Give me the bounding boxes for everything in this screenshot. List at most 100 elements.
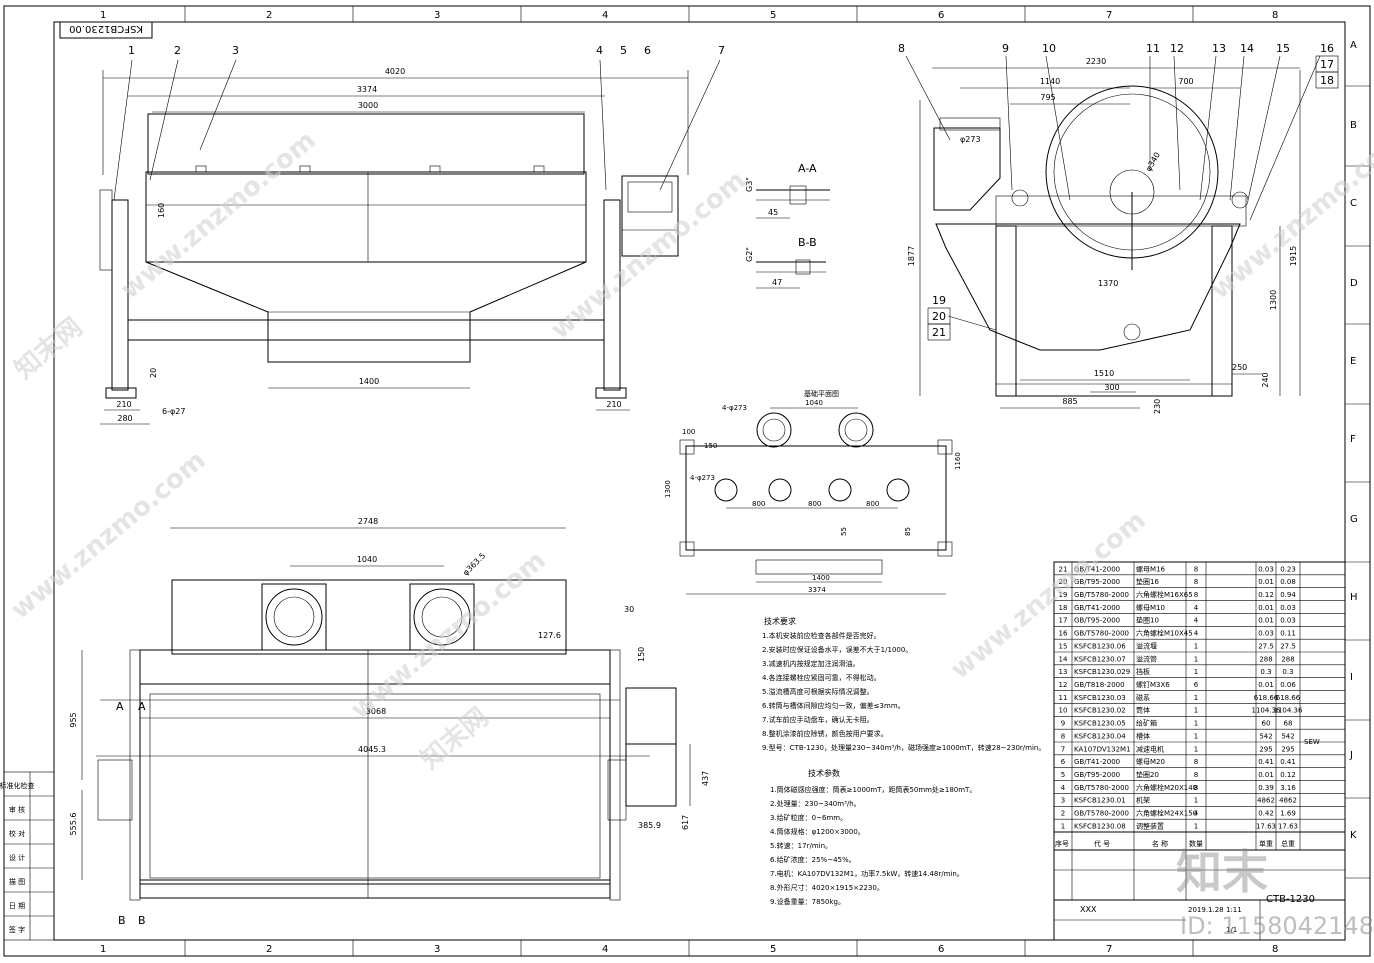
grid-col-6-bottom: 6 xyxy=(938,944,944,955)
bom-cell-qty: 4 xyxy=(1194,630,1199,638)
bom-cell-name: 挡板 xyxy=(1136,667,1150,676)
bom-cell-total: 0.03 xyxy=(1280,604,1296,612)
param-line-2: 2.处理量：230~340m³/h。 xyxy=(770,799,861,808)
fp-dim-55: 55 xyxy=(840,527,848,536)
bom-cell-name: 机架 xyxy=(1136,796,1150,805)
bom-cell-no: 10 xyxy=(1059,707,1068,715)
side-label-0: 标准化检查 xyxy=(0,781,35,790)
dim-20: 20 xyxy=(149,368,158,378)
grid-col-2-bottom: 2 xyxy=(266,944,272,955)
bom-cell-no: 14 xyxy=(1059,655,1068,663)
grid-col-4-bottom: 4 xyxy=(602,944,608,955)
bom-cell-name: 六角螺栓M16X65 xyxy=(1136,590,1193,599)
bom-cell-code: GB/T95-2000 xyxy=(1074,771,1120,779)
callout-7: 7 xyxy=(718,44,725,57)
callout-11: 11 xyxy=(1146,42,1160,55)
side-dim-795: 795 xyxy=(1040,93,1055,102)
dim-210-left: 210 xyxy=(116,400,131,409)
section-mark-a-1: A xyxy=(116,700,124,713)
bom-cell-unit: 0.41 xyxy=(1258,758,1274,766)
param-line-5: 5.转速：17r/min。 xyxy=(770,841,832,850)
bom-cell-total: 0.94 xyxy=(1280,591,1296,599)
bill-of-materials: 序号 代 号 名 称 数量 单重 总重 XXX 2019.1.28 1:11 C… xyxy=(1053,561,1346,941)
bom-cell-unit: 4862 xyxy=(1257,797,1275,805)
fp-dim-800-b: 800 xyxy=(808,500,821,508)
grid-row-f: F xyxy=(1350,434,1356,445)
bom-cell-code: KSFCB1230.03 xyxy=(1074,694,1126,702)
callout-8: 8 xyxy=(898,42,905,55)
bom-header-no: 序号 xyxy=(1055,839,1069,848)
side-label-1: 审 核 xyxy=(9,805,25,814)
bom-cell-name: 六角螺栓M24X150 xyxy=(1136,809,1197,818)
bom-cell-no: 7 xyxy=(1061,745,1065,753)
callout-5: 5 xyxy=(620,44,627,57)
fp-dim-1040: 1040 xyxy=(805,399,823,407)
grid-row-a: A xyxy=(1350,40,1357,51)
bom-cell-no: 9 xyxy=(1061,720,1065,728)
aa-dim-45: 45 xyxy=(768,208,778,217)
bom-cell-unit: 288 xyxy=(1259,655,1272,663)
bom-cell-total: 0.3 xyxy=(1282,668,1293,676)
dim-6-phi27: 6-φ27 xyxy=(162,407,185,416)
bom-cell-qty: 1 xyxy=(1194,745,1198,753)
bom-cell-total: 1104.36 xyxy=(1274,707,1303,715)
foundation-title: 基础平面图 xyxy=(804,389,839,398)
side-label-5: 日 期 xyxy=(9,902,25,910)
bom-header-unit: 单重 xyxy=(1259,839,1273,848)
bom-cell-code: KSFCB1230.04 xyxy=(1074,732,1126,740)
param-line-8: 8.外形尺寸：4020×1915×2230。 xyxy=(770,883,884,892)
drawing-scale: 1:11 xyxy=(1226,906,1242,914)
bom-cell-total: 618.66 xyxy=(1276,694,1301,702)
grid-col-2: 2 xyxy=(266,10,272,21)
params-title: 技术参数 xyxy=(808,768,840,778)
bom-cell-code: KSFCB1230.029 xyxy=(1074,668,1130,676)
bom-cell-unit: 0.3 xyxy=(1260,668,1271,676)
bom-cell-unit: 27.5 xyxy=(1258,642,1274,650)
bom-cell-total: 0.08 xyxy=(1280,578,1296,586)
bom-cell-name: 垫圈20 xyxy=(1136,770,1159,779)
top-dim-3068: 3068 xyxy=(366,707,386,716)
grid-row-d: D xyxy=(1350,278,1358,289)
bom-cell-unit: 17.63 xyxy=(1256,822,1276,830)
grid-row-c: C xyxy=(1350,198,1357,209)
top-dim-2748: 2748 xyxy=(358,517,378,526)
side-label-3: 设 计 xyxy=(9,853,25,862)
bom-cell-unit: 295 xyxy=(1259,745,1272,753)
fp-dim-4phi273-top: 4-φ273 xyxy=(722,404,747,412)
bom-cell-qty: 4 xyxy=(1194,810,1199,818)
bom-cell-code: GB/T41-2000 xyxy=(1074,758,1120,766)
dim-3000: 3000 xyxy=(358,101,378,110)
section-views: A-A G3" 45 B-B G2" 47 xyxy=(745,162,830,289)
bom-cell-total: 17.63 xyxy=(1278,822,1298,830)
bom-cell-qty: 1 xyxy=(1194,720,1198,728)
bom-cell-unit: 0.01 xyxy=(1258,604,1274,612)
side-dim-1370: 1370 xyxy=(1098,279,1118,288)
bom-cell-qty: 1 xyxy=(1194,707,1198,715)
tech-line-8: 8.整机涂漆前应除锈，颜色按用户要求。 xyxy=(762,729,888,738)
grid-row-b: B xyxy=(1350,120,1357,131)
fp-dim-85: 85 xyxy=(904,527,912,536)
bom-cell-qty: 8 xyxy=(1194,565,1198,573)
bb-dim-47: 47 xyxy=(772,278,782,287)
callout-12: 12 xyxy=(1170,42,1184,55)
bom-cell-no: 18 xyxy=(1059,604,1068,612)
bom-cell-qty: 1 xyxy=(1194,822,1198,830)
bom-cell-no: 20 xyxy=(1059,578,1068,586)
top-dim-4045: 4045.3 xyxy=(358,745,386,754)
callout-2: 2 xyxy=(174,44,181,57)
grid-column-labels: 1 2 3 4 5 6 7 8 1 2 3 4 5 6 7 8 xyxy=(100,6,1278,956)
bom-cell-name: 筒体 xyxy=(1136,706,1150,715)
bom-cell-qty: 1 xyxy=(1194,655,1198,663)
bom-cell-code: GB/T5780-2000 xyxy=(1074,810,1129,818)
side-label-4: 描 图 xyxy=(9,877,25,886)
bom-cell-code: GB/T41-2000 xyxy=(1074,604,1120,612)
bom-header-code: 代 号 xyxy=(1094,839,1110,848)
fp-dim-800-a: 800 xyxy=(752,500,765,508)
bom-cell-unit: 0.03 xyxy=(1258,565,1274,573)
bom-cell-name: 六角螺栓M20X140 xyxy=(1136,783,1197,792)
bom-cell-qty: 8 xyxy=(1194,591,1198,599)
grid-row-h: H xyxy=(1350,592,1358,603)
side-dim-230: 230 xyxy=(1153,399,1162,414)
callout-9: 9 xyxy=(1002,42,1009,55)
bom-cell-qty: 4 xyxy=(1194,604,1199,612)
